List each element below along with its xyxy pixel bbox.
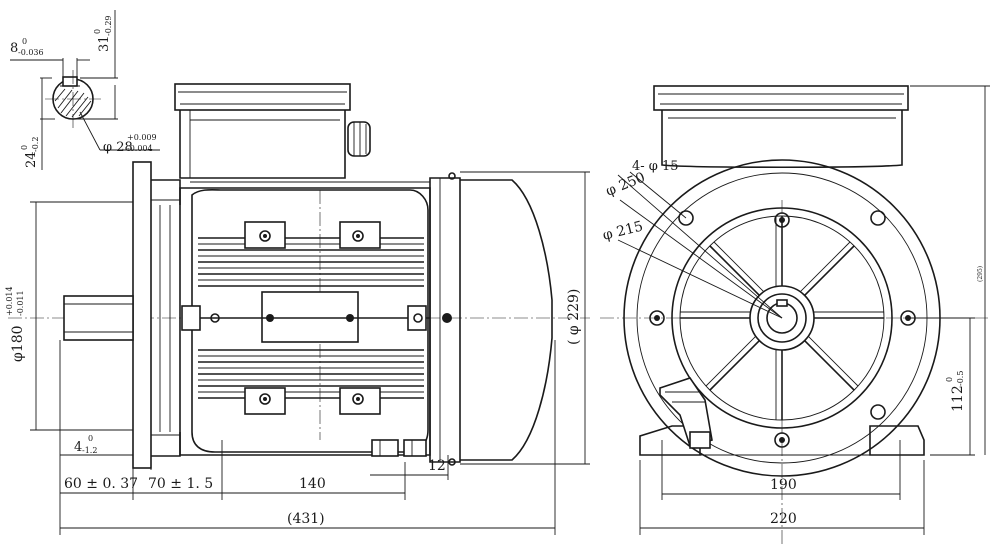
shaft-section-view: [10, 10, 160, 170]
cable-gland: [347, 121, 371, 157]
key-height-tol-lower: -0.2: [31, 137, 40, 152]
overall-height-label: (295): [977, 266, 984, 282]
centre-height-tol-lower: -0.5: [956, 371, 965, 386]
flange: [132, 161, 152, 469]
shaft-depth-tol-lower: -0.29: [104, 15, 113, 36]
shaft: [63, 295, 134, 341]
shaft-dia-label: φ 28: [103, 140, 133, 155]
foot-spacing-label: 140: [299, 476, 326, 492]
shaft-depth-tol-upper: 0: [93, 29, 102, 34]
spigot-dia-label: φ180: [10, 325, 26, 362]
overall-dia-label: ( φ 229): [566, 289, 582, 345]
flange-to-foot-label: 70 ± 1. 5: [148, 476, 213, 492]
spigot-circle: [671, 207, 893, 429]
shaft-dia-tol-lower: -0.004: [127, 144, 153, 153]
mounting-foot: [371, 439, 427, 457]
shaft-dia-tol-upper: +0.009: [127, 133, 157, 142]
centre-height-label: 112: [950, 385, 966, 412]
key-height-label: 24: [24, 151, 39, 168]
overall-length-label: (431): [287, 511, 325, 527]
flange-thick-label: 4: [74, 440, 82, 455]
side-dimensions: [30, 171, 590, 535]
terminal-box-top: [653, 85, 909, 111]
keyway: [62, 76, 78, 87]
centre-height-tol-upper: 0: [945, 377, 954, 382]
key-height-tol-upper: 0: [20, 145, 29, 150]
shaft-length-label: 60 ± 0. 37: [64, 476, 138, 492]
key-width-tol-lower: -0.036: [18, 48, 44, 57]
side-view: [8, 83, 590, 469]
key-width-tol-upper: 0: [22, 37, 27, 46]
spigot-pcd-label: φ 215: [601, 218, 645, 243]
key-width-label: 8: [10, 41, 18, 56]
flange-thick-tol-lower: -1.2: [82, 446, 97, 455]
end-dimensions: [617, 85, 990, 535]
foot-thick-label: 12: [428, 458, 446, 474]
terminal-box-body: [179, 110, 346, 179]
shaft-depth-label: 31: [97, 35, 112, 52]
spigot-tol-lower: -0.011: [16, 290, 25, 316]
base-width-label: 220: [770, 511, 797, 527]
foot-width-label: 190: [770, 477, 797, 493]
lifting-lugs: [244, 221, 381, 415]
section-hatch: [54, 88, 92, 118]
flange-thick-tol-upper: 0: [88, 434, 93, 443]
spigot-tol-upper: +0.014: [5, 286, 14, 316]
fan-cowl: [460, 179, 553, 461]
cooling-fins: [198, 237, 424, 399]
nameplate: [261, 291, 359, 343]
end-foot-right: [869, 425, 925, 456]
holes-label: 4- φ 15: [632, 159, 679, 174]
terminal-box-cover: [174, 83, 351, 111]
